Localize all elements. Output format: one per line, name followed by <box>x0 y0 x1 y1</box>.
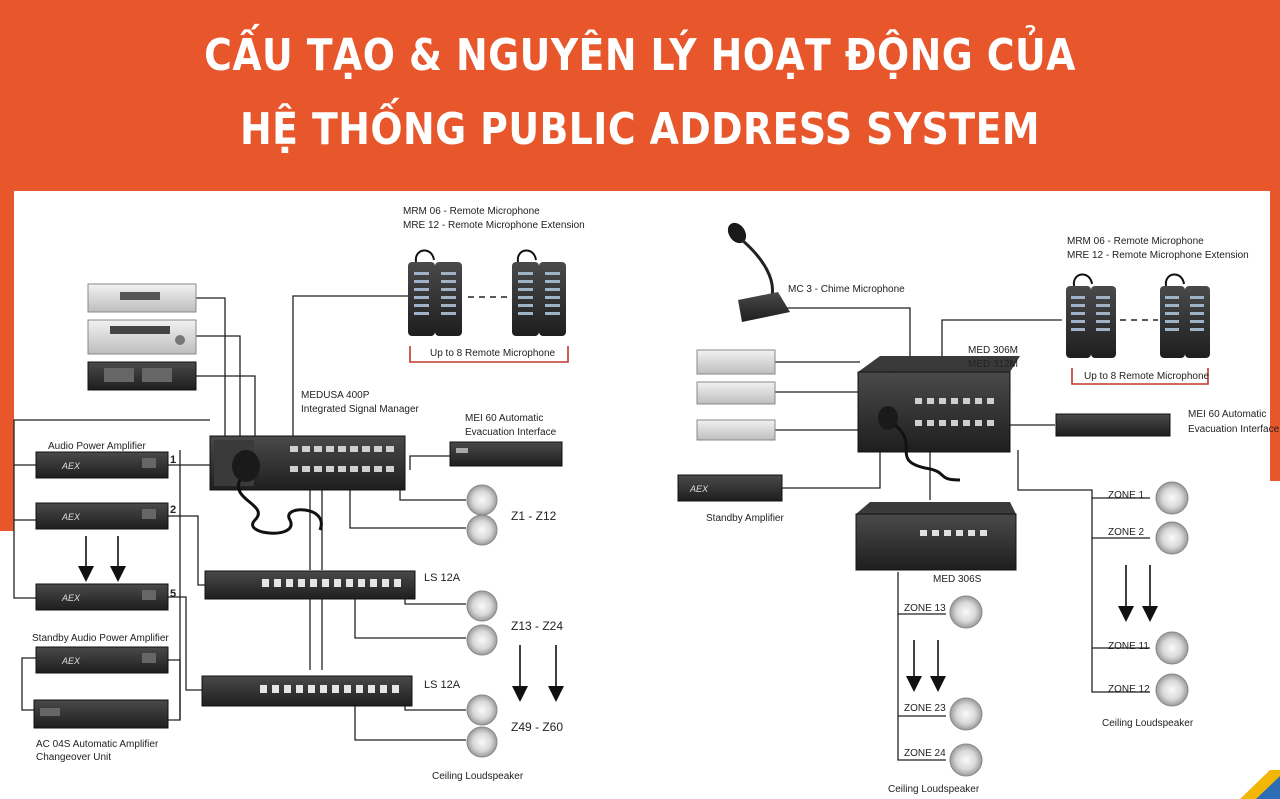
right-wires <box>775 307 1150 761</box>
right-ceiling-loudspeaker-label-a: Ceiling Loudspeaker <box>1102 718 1194 729</box>
svg-text:AEX: AEX <box>61 512 81 522</box>
zone-13-label: ZONE 13 <box>904 603 946 614</box>
right-source-device-1 <box>696 349 776 375</box>
left-ceiling-speakers <box>466 484 498 758</box>
audio-power-amplifier-1: AEX <box>35 451 169 479</box>
left-ceiling-loudspeaker-label: Ceiling Loudspeaker <box>432 771 524 782</box>
zone-range-z13-z24: Z13 - Z24 <box>511 619 563 633</box>
zone-23-label: ZONE 23 <box>904 703 946 714</box>
audio-power-amplifier-2: AEX <box>35 502 169 530</box>
right-mrm-label-2: MRE 12 - Remote Microphone Extension <box>1067 250 1249 261</box>
med-306m-label: MED 306M <box>968 345 1018 356</box>
title-banner: CẤU TẠO & NGUYÊN LÝ HOẠT ĐỘNG CỦA HỆ THỐ… <box>0 0 1280 191</box>
ls-12a-unit-2 <box>201 675 413 707</box>
left-mrm-label-2: MRE 12 - Remote Microphone Extension <box>403 220 585 231</box>
zone-12-label: ZONE 12 <box>1108 684 1150 695</box>
left-wires <box>13 295 466 741</box>
med-312m-label: MED 312M <box>968 359 1018 370</box>
standby-audio-power-amplifier: AEX <box>35 646 169 674</box>
zone-range-z1-z12: Z1 - Z12 <box>511 509 557 523</box>
left-mrm-label-1: MRM 06 - Remote Microphone <box>403 206 540 217</box>
right-mrm-bracket <box>1071 368 1209 385</box>
right-remote-microphone-1 <box>1066 273 1116 358</box>
left-accent-strip <box>0 191 14 531</box>
left-up-to-8-label: Up to 8 Remote Microphone <box>430 348 556 359</box>
amp-number-5: 5 <box>170 588 176 600</box>
left-labels: MRM 06 - Remote Microphone MRE 12 - Remo… <box>32 206 585 782</box>
standby-amplifier: AEX <box>677 474 783 502</box>
right-ceiling-speakers <box>949 481 1189 777</box>
audio-power-amplifier-5: AEX <box>35 583 169 611</box>
ls12a-label-1: LS 12A <box>424 572 461 584</box>
svg-text:AEX: AEX <box>61 656 81 666</box>
right-accent-strip <box>1270 191 1280 481</box>
zone-24-label: ZONE 24 <box>904 748 946 759</box>
right-mei-label-1: MEI 60 Automatic <box>1188 409 1266 420</box>
standby-amplifier-label: Standby Amplifier <box>706 513 784 524</box>
title-line-2: HỆ THỐNG PUBLIC ADDRESS SYSTEM <box>240 104 1040 155</box>
right-source-device-2 <box>696 381 776 405</box>
zone-11-label: ZONE 11 <box>1108 641 1149 652</box>
left-mei-label-2: Evacuation Interface <box>465 427 557 438</box>
left-remote-microphone-1 <box>408 249 462 336</box>
ls12a-label-2: LS 12A <box>424 679 461 691</box>
medusa-label-2: Integrated Signal Manager <box>301 404 420 415</box>
svg-text:AEX: AEX <box>61 593 81 603</box>
ac04s-label-2: Changeover Unit <box>36 752 111 763</box>
right-labels: MC 3 - Chime Microphone MRM 06 - Remote … <box>706 236 1280 795</box>
ac04s-label-1: AC 04S Automatic Amplifier <box>36 739 159 750</box>
cd-player-mid <box>87 319 197 355</box>
right-up-to-8-label: Up to 8 Remote Microphone <box>1084 371 1210 382</box>
ls-12a-unit-1 <box>204 570 416 600</box>
right-remote-microphone-2 <box>1160 273 1210 358</box>
right-ceiling-loudspeaker-label-b: Ceiling Loudspeaker <box>888 784 980 795</box>
title-line-1: CẤU TẠO & NGUYÊN LÝ HOẠT ĐỘNG CỦA <box>204 30 1076 81</box>
medusa-label-1: MEDUSA 400P <box>301 390 370 401</box>
svg-text:AEX: AEX <box>689 484 709 494</box>
right-mrm-label-1: MRM 06 - Remote Microphone <box>1067 236 1204 247</box>
mc3-chime-microphone <box>727 222 790 322</box>
cassette-deck <box>87 361 197 391</box>
medusa-400p <box>209 435 406 535</box>
zone-2-label: ZONE 2 <box>1108 527 1145 538</box>
right-arrows <box>906 565 1158 692</box>
ac-04s-changeover-unit <box>33 699 169 729</box>
mc3-label: MC 3 - Chime Microphone <box>788 284 905 295</box>
svg-text:AEX: AEX <box>61 461 81 471</box>
right-source-device-3 <box>696 419 776 441</box>
left-remote-microphone-2 <box>512 249 566 336</box>
cd-player-top <box>87 283 197 313</box>
standby-audio-power-amplifier-label: Standby Audio Power Amplifier <box>32 633 169 644</box>
zone-range-z49-z60: Z49 - Z60 <box>511 720 563 734</box>
left-mei-60 <box>449 441 563 467</box>
left-mei-label-1: MEI 60 Automatic <box>465 413 543 424</box>
left-mrm-bracket <box>409 346 569 363</box>
right-mei-label-2: Evacuation Interface <box>1188 424 1280 435</box>
zone-1-label: ZONE 1 <box>1108 490 1145 501</box>
audio-power-amplifier-label: Audio Power Amplifier <box>48 441 146 452</box>
left-arrows <box>78 536 564 702</box>
med-306s-label: MED 306S <box>933 574 982 585</box>
amp-number-1: 1 <box>170 454 176 466</box>
corner-decoration <box>1240 770 1280 799</box>
med-306s-unit <box>855 502 1017 571</box>
right-mei-60 <box>1055 413 1171 437</box>
amp-number-2: 2 <box>170 504 176 516</box>
med-306m-unit <box>857 356 1020 482</box>
